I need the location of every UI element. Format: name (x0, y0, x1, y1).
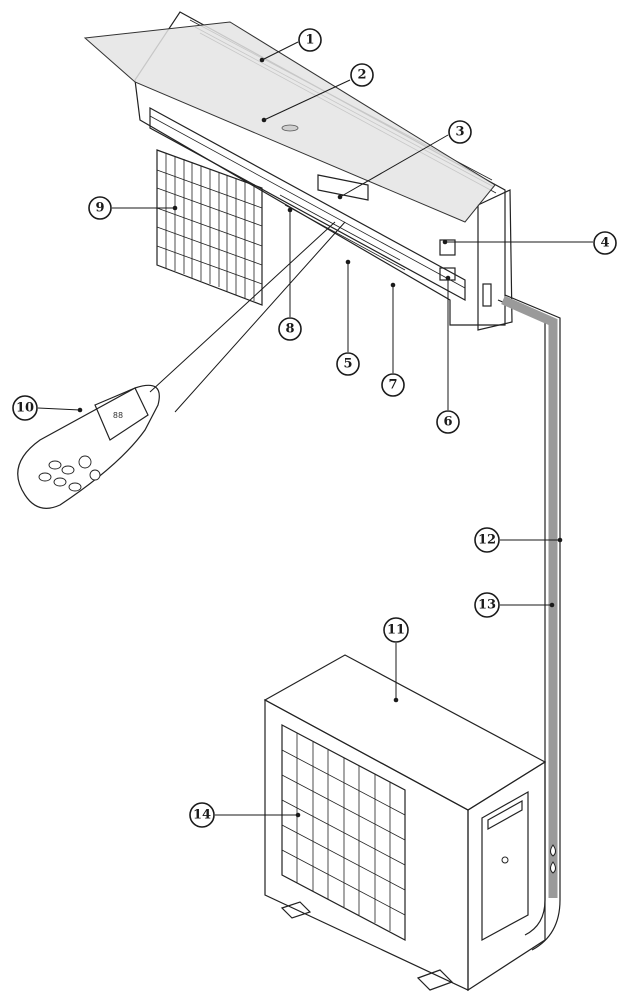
svg-text:2: 2 (357, 68, 366, 83)
callout-3: 3 (448, 120, 472, 144)
svg-text:1: 1 (305, 33, 314, 48)
remote-control: 88 (17, 384, 160, 509)
callout-14: 14 (189, 802, 215, 828)
front-panel (83, 21, 496, 223)
callout-1: 1 (298, 28, 322, 52)
air-filter (156, 149, 263, 306)
callout-10: 10 (12, 395, 38, 421)
svg-text:14: 14 (193, 808, 211, 823)
leader-lines (37, 41, 593, 818)
callout-5: 5 (336, 352, 360, 376)
callout-9: 9 (88, 196, 112, 220)
callout-2: 2 (350, 63, 374, 87)
callout-6: 6 (436, 410, 460, 434)
callout-11: 11 (383, 617, 409, 643)
svg-text:10: 10 (16, 401, 34, 416)
callout-4: 4 (593, 231, 617, 255)
svg-text:11: 11 (387, 623, 405, 638)
svg-text:9: 9 (95, 201, 104, 216)
remote-display: 88 (113, 411, 123, 420)
callout-7: 7 (381, 373, 405, 397)
outdoor-unit (263, 654, 547, 992)
svg-text:13: 13 (478, 598, 496, 613)
svg-text:8: 8 (285, 322, 294, 337)
svg-text:6: 6 (443, 415, 452, 430)
callout-8: 8 (278, 317, 302, 341)
svg-text:5: 5 (343, 357, 352, 372)
callout-13: 13 (474, 592, 500, 618)
svg-text:7: 7 (388, 378, 397, 393)
svg-text:4: 4 (600, 236, 609, 251)
refrigerant-pipes (497, 294, 561, 951)
svg-text:3: 3 (455, 125, 464, 140)
callout-12: 12 (474, 527, 500, 553)
svg-text:12: 12 (478, 533, 496, 548)
